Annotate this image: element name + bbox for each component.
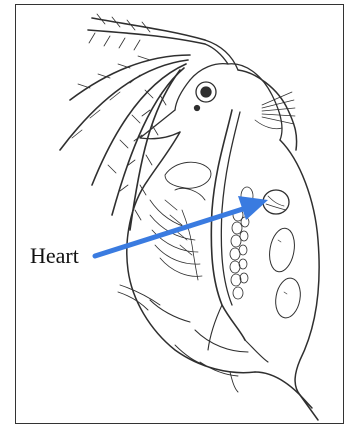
postabdomen bbox=[150, 300, 268, 362]
ocellus bbox=[195, 106, 200, 111]
brood-eggs bbox=[266, 226, 303, 320]
tail-spine bbox=[300, 395, 318, 420]
gut bbox=[211, 110, 245, 340]
antenna-branches bbox=[60, 18, 205, 230]
heart-organ bbox=[263, 190, 289, 214]
antenna-muscles bbox=[255, 92, 295, 129]
thoracic-limbs bbox=[150, 200, 202, 280]
shell-gland bbox=[165, 162, 211, 200]
heart-label: Heart bbox=[30, 243, 79, 269]
